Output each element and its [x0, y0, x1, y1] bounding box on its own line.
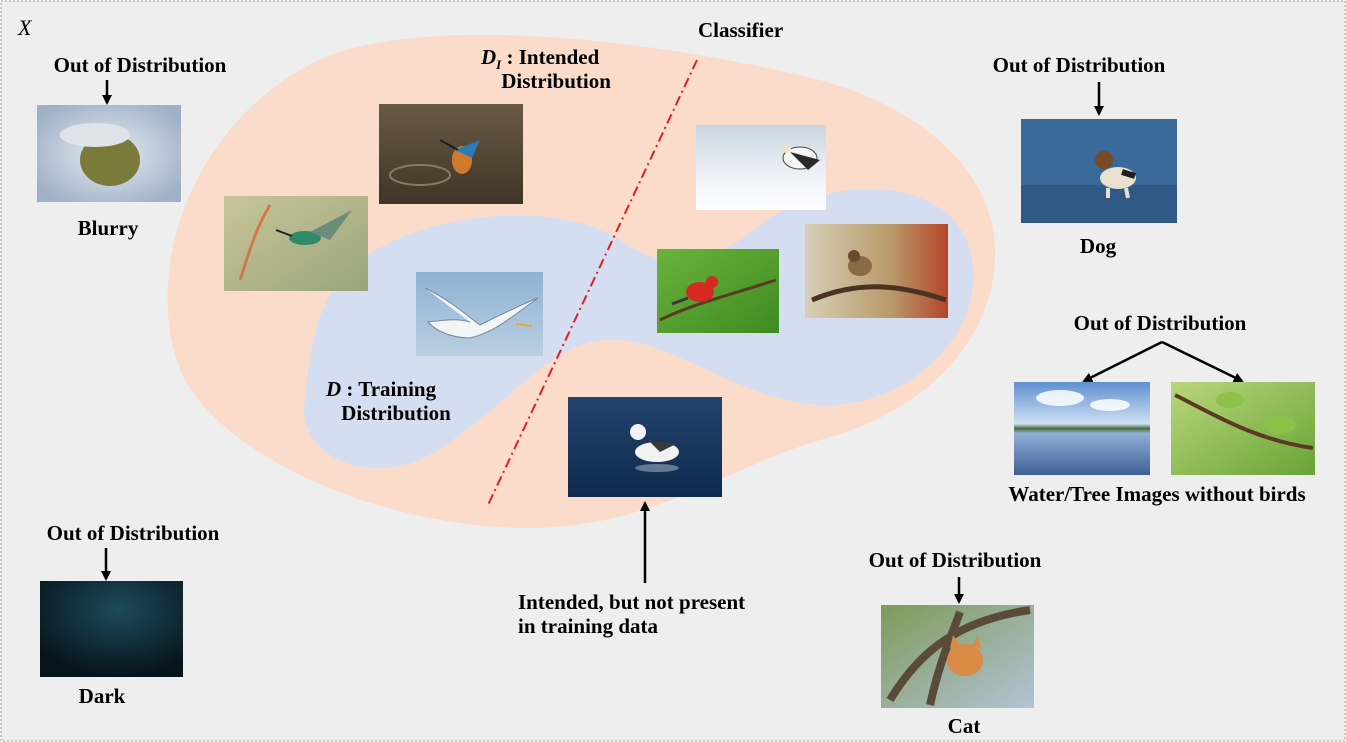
classifier-label: Classifier [698, 18, 784, 42]
scenes-caption: Water/Tree Images without birds [1008, 482, 1306, 506]
intended-text: : Intended Distribution [501, 45, 611, 93]
classifier-line [487, 59, 698, 506]
tree-branch-photo [1171, 382, 1315, 475]
arrow-water [1082, 340, 1163, 383]
snow-bunting-photo [696, 125, 826, 210]
cat-photo [881, 605, 1034, 708]
blurry-bird-photo [37, 105, 181, 202]
dog-caption: Dog [1079, 234, 1117, 258]
sparrow-photo [805, 224, 948, 318]
blurry-ood-header: Out of Distribution [53, 53, 227, 77]
dog-ood-header: Out of Distribution [992, 53, 1166, 77]
cat-caption: Cat [947, 714, 981, 738]
training-symbol: D [326, 377, 342, 401]
intended-subscript: I [496, 57, 502, 73]
gull-photo [416, 272, 543, 356]
beagle-photo [1021, 119, 1177, 223]
scenes-ood-header: Out of Distribution [1073, 311, 1247, 335]
dark-photo [40, 581, 183, 677]
training-distribution-label: D : Training Distribution [326, 377, 451, 425]
blurry-caption: Blurry [77, 216, 139, 240]
not-present-caption: Intended, but not present in training da… [518, 590, 746, 638]
red-bird-photo [657, 249, 779, 333]
training-text: : Training Distribution [341, 377, 451, 425]
albatross-photo [568, 397, 722, 497]
intended-distribution-label: DI : Intended Distribution [481, 45, 611, 93]
intended-symbol: D [481, 45, 497, 69]
cat-ood-header: Out of Distribution [868, 548, 1042, 572]
kingfisher-photo [379, 104, 523, 204]
dark-ood-header: Out of Distribution [46, 521, 220, 545]
dark-caption: Dark [78, 684, 126, 708]
water-scene-photo [1014, 382, 1150, 475]
arrow-tree [1161, 340, 1244, 383]
space-label: X [18, 15, 32, 40]
hummingbird-photo [224, 196, 368, 291]
